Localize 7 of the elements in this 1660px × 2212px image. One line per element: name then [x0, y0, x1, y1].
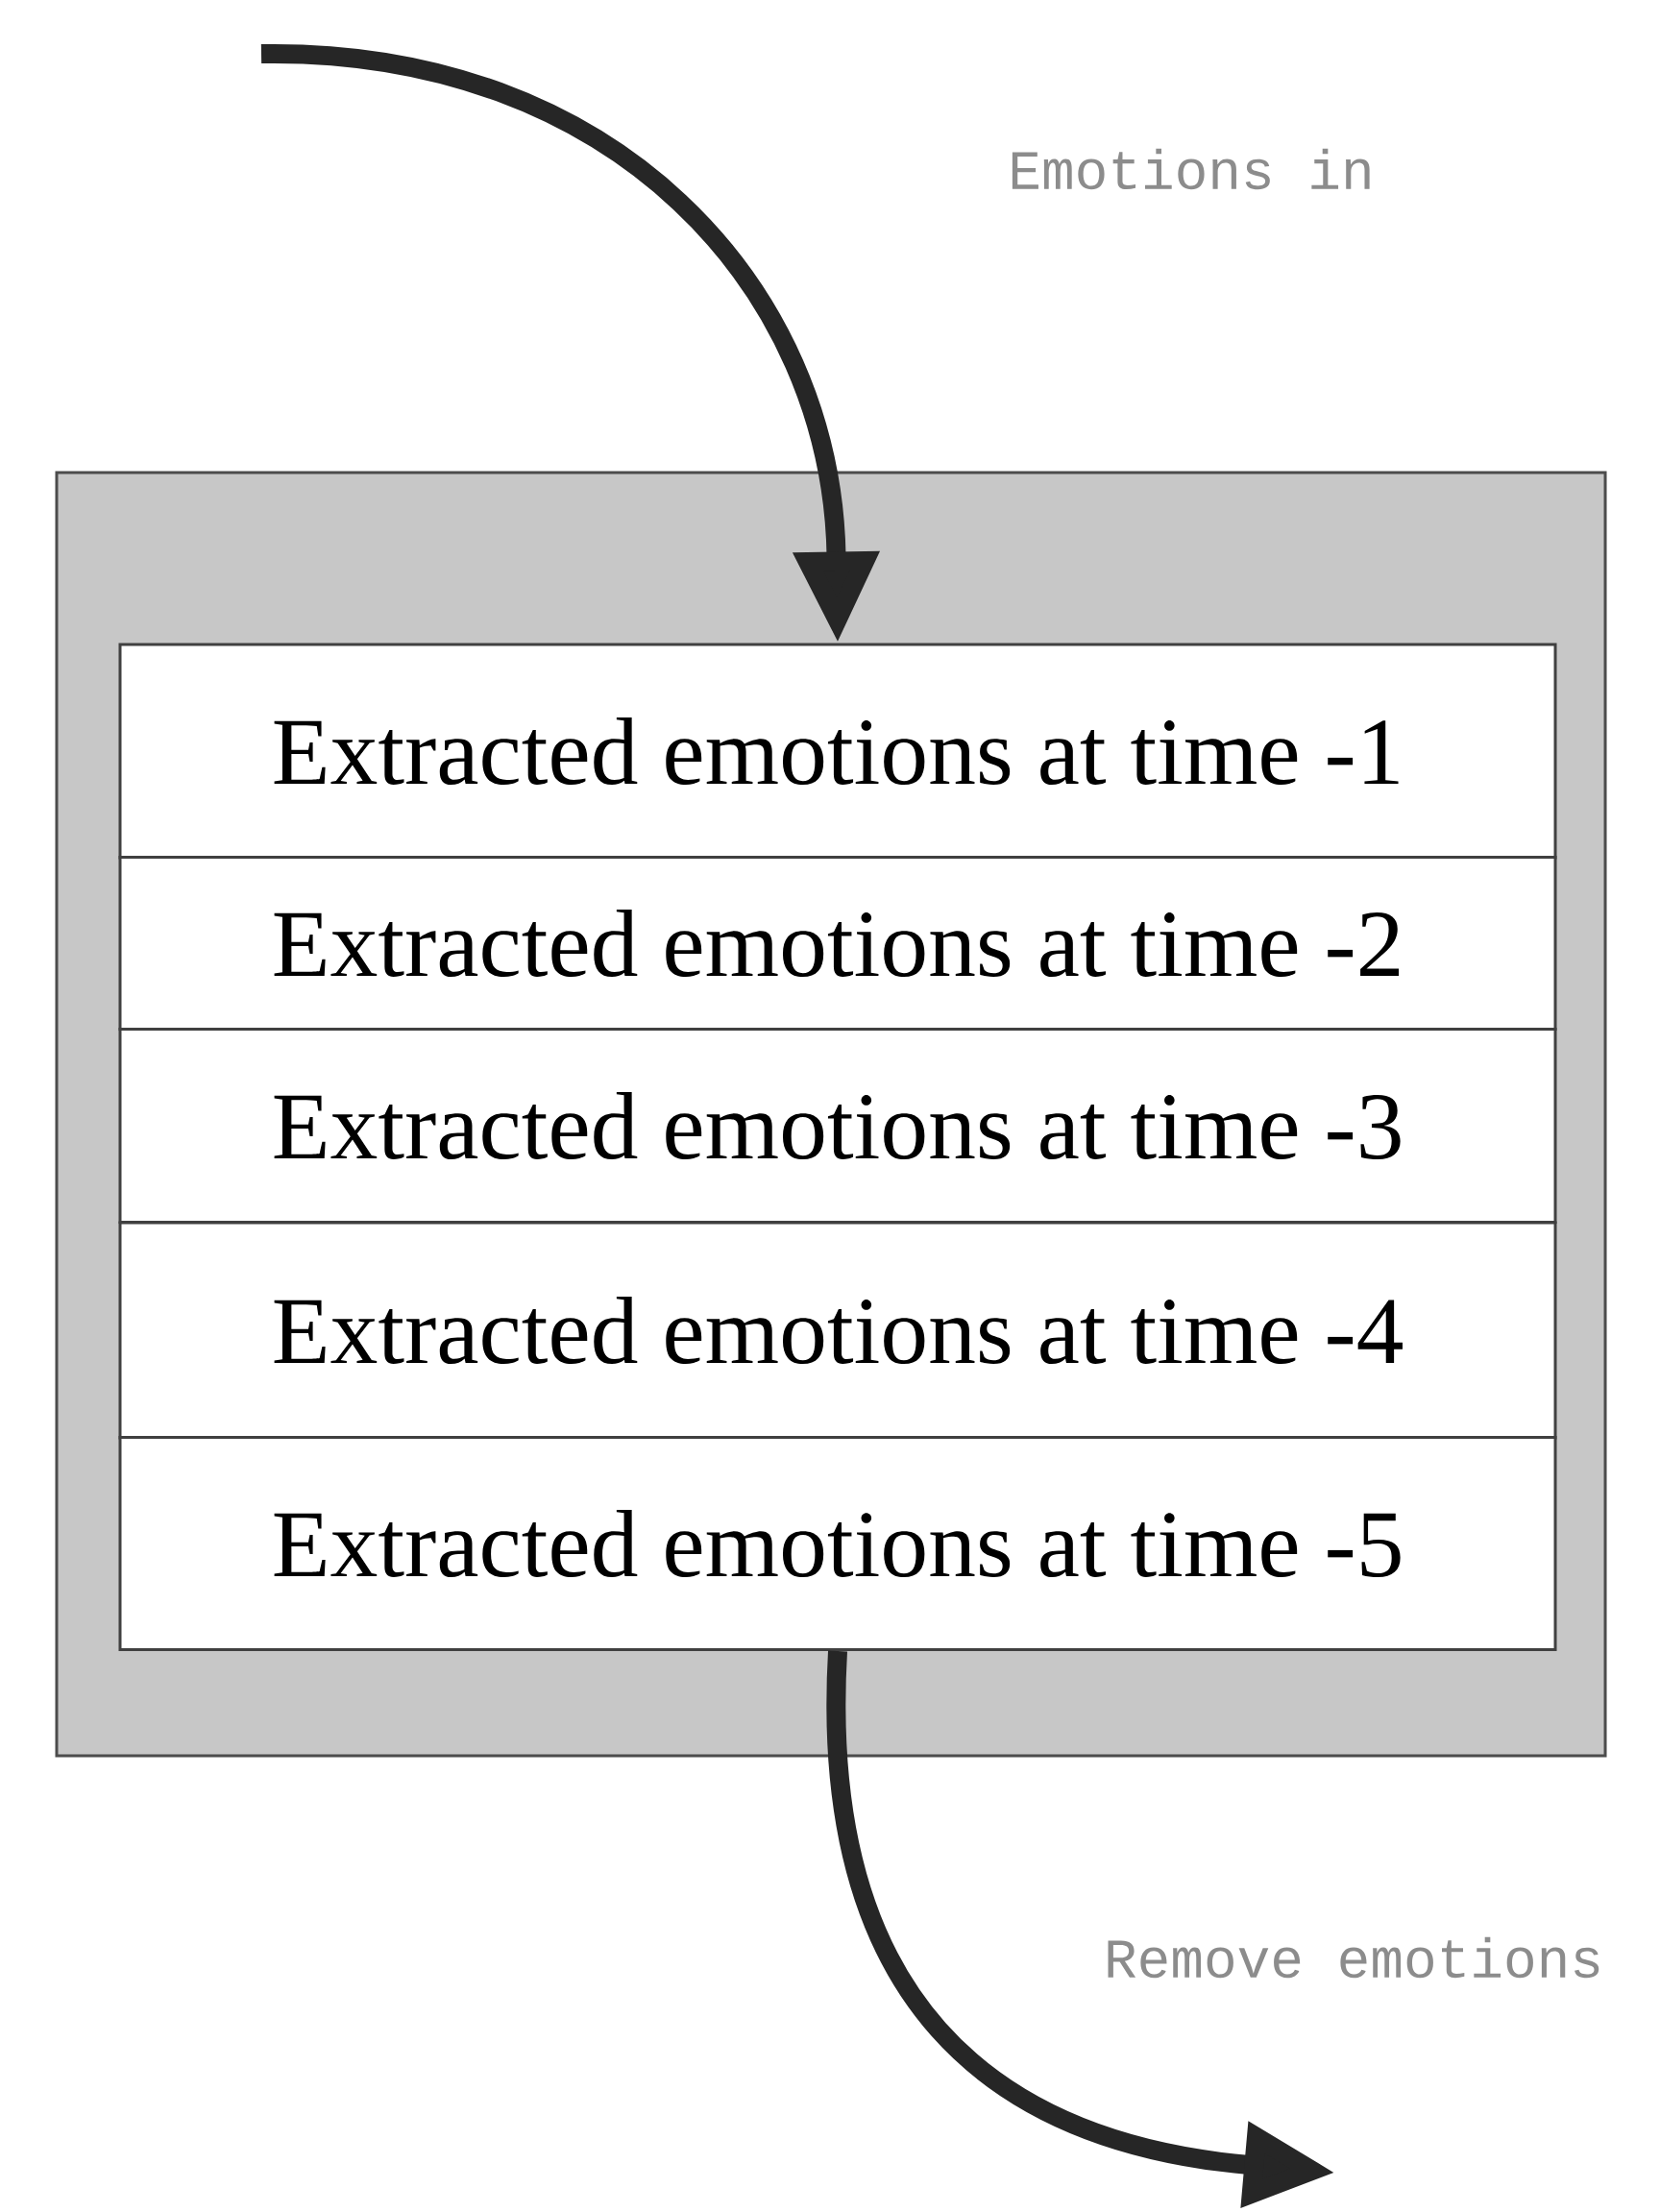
- row-box: Extracted emotions at time -3: [118, 1028, 1557, 1224]
- row-box: Extracted emotions at time -4: [118, 1221, 1557, 1440]
- row-box: Extracted emotions at time -1: [118, 643, 1557, 860]
- row-box: Extracted emotions at time -5: [118, 1436, 1557, 1651]
- arrow-label: Remove emotions: [1108, 1936, 1599, 1979]
- arrow-label: Emotions in: [1012, 148, 1370, 190]
- row-box: Extracted emotions at time -2: [118, 856, 1557, 1031]
